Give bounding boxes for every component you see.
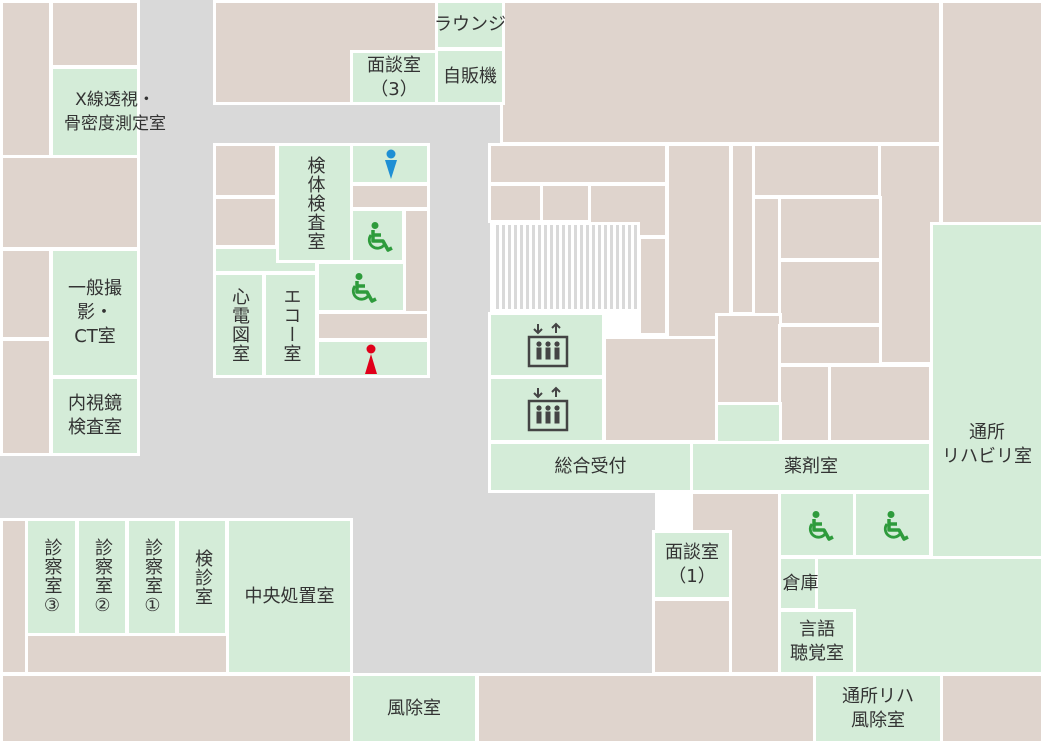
room-bottom-2 [476,673,816,744]
restroom-accessible-3[interactable] [778,491,856,558]
accessible-restroom-icon [367,222,393,252]
room-central-4 [350,183,430,210]
room-ecg: 心電図室 [213,272,265,378]
elevator-1[interactable] [488,312,605,378]
restroom-accessible-4[interactable] [853,491,932,558]
room-general-ct-label: 一般撮影・ CT室 [68,278,122,347]
room-xray-label: X線透視・ 骨密度測定室 [64,90,166,134]
room-vending: 自販機 [435,48,505,105]
room-exam3: 診察室③ [25,518,78,636]
room-endoscopy: 内視鏡 検査室 [50,376,140,456]
room-w-4 [0,248,52,340]
room-vending-label: 自販機 [443,65,497,87]
room-exam2-label: 診察室② [92,537,113,617]
room-rc-8 [752,143,882,198]
room-central-treatment: 中央処置室 [226,518,353,675]
room-storage: 倉庫 [778,556,819,611]
room-windbreak-label: 風除室 [387,697,441,719]
room-central-treatment-label: 中央処置室 [244,585,335,607]
female-restroom-icon [365,344,377,374]
room-bottom-1 [0,673,353,744]
room-specimen-label: 検体検査室 [304,155,326,251]
room-bl-2 [25,633,230,675]
room-rc-15 [778,364,832,443]
restroom-accessible-1[interactable] [350,208,405,263]
room-exam-room-label: 検診室 [192,548,213,606]
elevator-icon [527,322,569,368]
room-speech: 言語 聴覚室 [778,609,856,675]
accessible-restroom-icon [351,273,377,303]
room-w-5 [0,338,52,456]
room-rehab-windbreak: 通所リハ 風除室 [813,673,943,744]
room-rc-5 [638,236,668,336]
accessible-restroom-icon [808,511,834,541]
room-top-3 [940,0,1044,225]
room-lounge: ラウンジ [434,0,506,50]
room-interview3-label: 面談室 （3） [367,54,421,100]
room-lr-2 [652,598,732,675]
stairs [490,222,640,312]
room-rc-16 [828,364,932,443]
room-exam1: 診察室① [126,518,178,636]
room-nw-2 [50,0,140,68]
room-rc-14 [778,324,882,366]
corridor-upper [140,100,505,145]
room-rehab-windbreak-label: 通所リハ 風除室 [842,685,914,731]
room-windbreak: 風除室 [350,673,478,744]
room-ecg-label: 心電図室 [229,287,250,363]
room-echo: エコー室 [263,272,318,378]
room-rc-11 [752,196,781,316]
restroom-female[interactable] [316,339,430,378]
room-rc-3 [540,183,592,223]
room-general-ct: 一般撮影・ CT室 [50,248,140,378]
room-echo-label: エコー室 [280,287,302,363]
room-rc-17 [603,336,718,443]
room-exam3-label: 診察室③ [41,537,63,617]
room-lounge-label: ラウンジ [434,14,506,35]
room-bl-1 [0,518,28,675]
room-interview3: 面談室 （3） [350,50,438,105]
male-restroom-icon [385,149,397,179]
room-rc-13 [715,313,782,405]
elevator-2[interactable] [488,376,605,443]
room-rc-18 [715,402,782,444]
restroom-accessible-2[interactable] [316,261,406,313]
room-reception: 総合受付 [488,441,693,493]
room-pharmacy-label: 薬剤室 [784,456,838,477]
room-bottom-3 [940,673,1044,744]
room-central-6 [316,311,430,341]
room-xray: X線透視・ 骨密度測定室 [50,66,166,158]
room-rc-12 [778,259,882,326]
room-rc-1 [488,143,668,185]
room-pharmacy: 薬剤室 [690,441,932,493]
room-reception-label: 総合受付 [554,456,627,477]
room-interview1: 面談室 （1） [652,530,732,600]
restroom-male[interactable] [350,143,430,185]
room-specimen: 検体検査室 [276,143,353,263]
accessible-restroom-icon [883,511,909,541]
elevator-icon [527,386,569,432]
room-central-2 [213,196,278,248]
room-interview1-label: 面談室 （1） [665,542,719,587]
room-speech-label: 言語 聴覚室 [790,619,844,664]
room-exam-room: 検診室 [176,518,228,636]
room-exam2: 診察室② [76,518,128,636]
room-w-3 [0,155,140,250]
room-rehab-label: 通所 リハビリ室 [942,422,1032,467]
corridor-lower [350,490,655,675]
room-endoscopy-label: 内視鏡 検査室 [68,393,122,438]
room-storage-label: 倉庫 [782,572,819,594]
room-top-2 [500,0,942,145]
room-exam1-label: 診察室① [142,537,163,617]
room-central-1 [213,143,278,198]
room-rc-2 [488,183,543,223]
room-rc-6 [666,143,732,339]
room-rc-10 [778,196,882,261]
